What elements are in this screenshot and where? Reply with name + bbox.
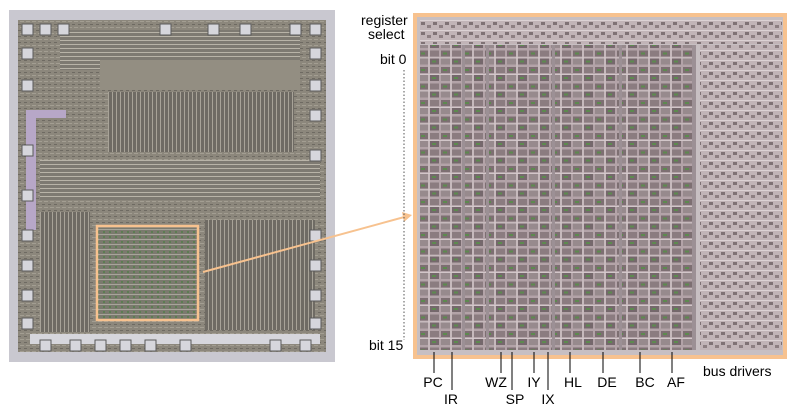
- register-label-top-wz: WZ: [485, 374, 507, 390]
- zoom-connector-line: [202, 215, 409, 273]
- register-label-top-de: DE: [597, 374, 617, 390]
- register-select-label-line1: register: [361, 12, 408, 28]
- register-array-photo: [415, 16, 784, 356]
- chip-die-photo: [9, 10, 335, 362]
- register-label-bottom-ix: IX: [541, 391, 555, 407]
- register-file-highlight-box: [95, 224, 200, 322]
- bit-15-label: bit 15: [369, 337, 404, 353]
- register-label-top-af: AF: [667, 374, 685, 390]
- bit-0-label: bit 0: [380, 51, 407, 67]
- register-label-top-bc: BC: [635, 374, 655, 390]
- register-pointer-lines: [433, 352, 673, 390]
- register-label-top-iy: IY: [527, 374, 541, 390]
- register-label-top-pc: PC: [423, 374, 443, 390]
- register-label-bottom-ir: IR: [444, 391, 458, 407]
- register-select-label-line2: select: [368, 26, 405, 42]
- register-array-frame: [413, 13, 787, 359]
- bus-drivers-label: bus drivers: [703, 363, 772, 379]
- register-label-top-hl: HL: [564, 374, 582, 390]
- register-label-bottom-sp: SP: [505, 391, 525, 407]
